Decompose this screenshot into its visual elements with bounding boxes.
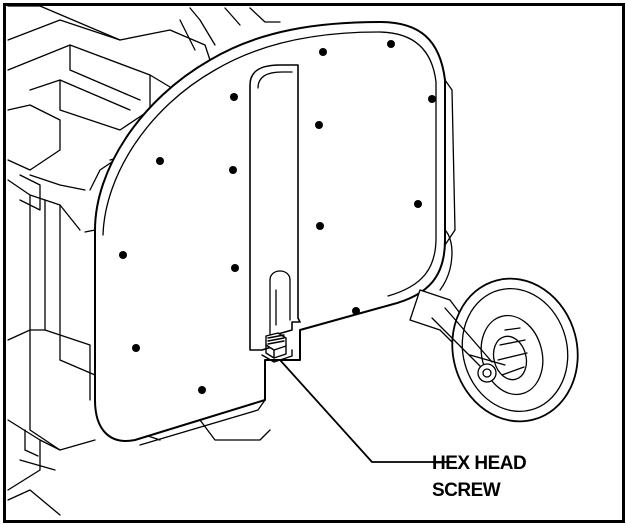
callout-label-line2: SCREW [432,480,501,501]
side-panel [84,21,456,446]
panel-fasteners [119,40,436,394]
callout-leader [279,359,451,463]
callout-label-line1: HEX HEAD [432,453,527,474]
wheel-assembly [409,229,579,423]
figure-border [3,3,625,523]
hex-head-screw [261,332,293,363]
